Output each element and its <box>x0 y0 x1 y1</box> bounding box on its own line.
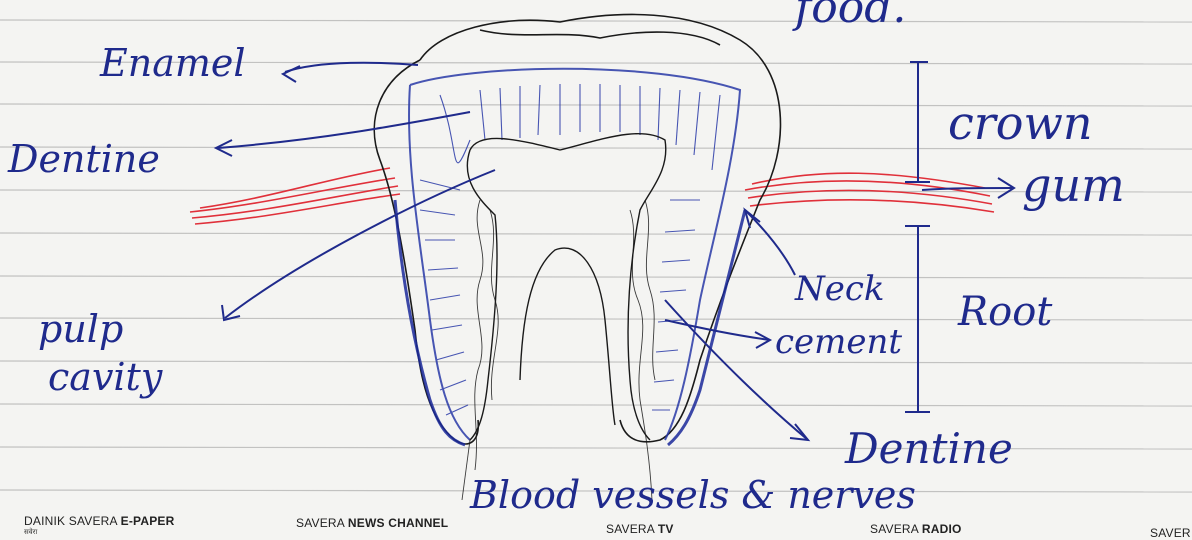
label-blood-vessels-nerves: Blood vessels & nerves <box>470 476 916 514</box>
footer-tv-suffix: TV <box>658 522 674 536</box>
footer-epaper: DAINIK SAVERA E-PAPER <box>24 514 174 528</box>
label-neck: Neck <box>795 272 885 306</box>
top-text: food. <box>795 0 906 30</box>
footer-news-prefix: SAVERA <box>296 516 344 530</box>
footer-radio-prefix: SAVERA <box>870 522 918 536</box>
footer-tv-prefix: SAVERA <box>606 522 654 536</box>
footer-news-channel: SAVERA NEWS CHANNEL <box>296 516 448 530</box>
label-crown: crown <box>948 100 1092 146</box>
footer-radio: SAVERA RADIO <box>870 522 962 536</box>
footer-radio-suffix: RADIO <box>922 522 962 536</box>
label-cement: cement <box>775 325 902 359</box>
footer-tv: SAVERA TV <box>606 522 674 536</box>
footer-cutoff: SAVER <box>1150 526 1191 540</box>
label-dentine-left: Dentine <box>8 140 160 178</box>
ruled-lines <box>0 20 1192 492</box>
label-pulp-line1: pulp <box>38 310 123 348</box>
label-enamel: Enamel <box>100 44 246 82</box>
pulp-cavity <box>467 134 665 440</box>
footer-news-suffix: NEWS CHANNEL <box>348 516 448 530</box>
footer-epaper-sub: सवेरा <box>24 528 37 537</box>
footer-epaper-suffix: E-PAPER <box>121 514 175 528</box>
label-gum: gum <box>1022 162 1125 208</box>
label-dentine-bottom: Dentine <box>845 428 1013 470</box>
annotation-arrows <box>216 62 1014 440</box>
label-pulp-line2: cavity <box>48 358 162 396</box>
gum-lines <box>190 168 994 224</box>
label-root: Root <box>958 292 1052 332</box>
footer-epaper-prefix: DAINIK SAVERA <box>24 514 117 528</box>
